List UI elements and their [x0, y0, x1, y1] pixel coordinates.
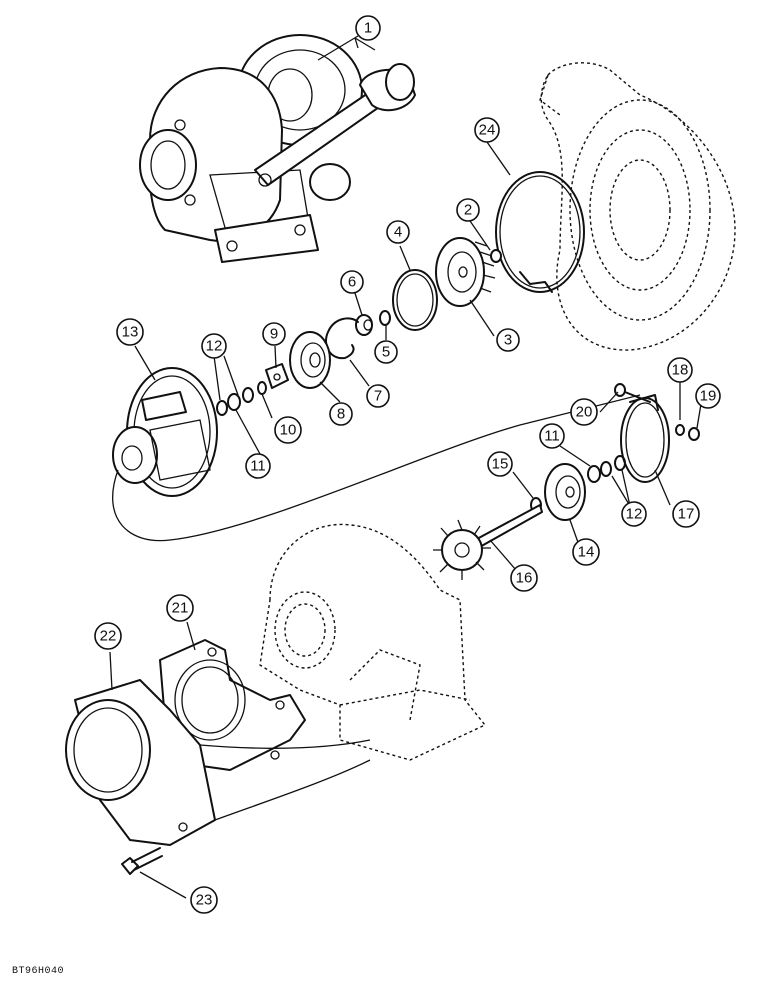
svg-text:5: 5 — [382, 344, 390, 361]
callout-11-left: 11 — [245, 453, 271, 479]
svg-text:24: 24 — [479, 122, 496, 139]
svg-text:2: 2 — [464, 202, 472, 219]
callout-6: 6 — [340, 270, 364, 294]
nut-2 — [490, 249, 502, 263]
turbocharger-assembly — [139, 34, 416, 263]
svg-text:14: 14 — [578, 544, 595, 561]
phantom-turbine-housing — [259, 523, 487, 761]
callout-3: 3 — [496, 328, 520, 352]
callout-5: 5 — [374, 340, 398, 364]
bearing-set-left — [216, 387, 254, 416]
bearing-housing-13 — [112, 367, 218, 497]
callout-24: 24 — [474, 117, 500, 143]
svg-text:16: 16 — [516, 570, 533, 587]
svg-text:6: 6 — [348, 274, 356, 291]
ring-5 — [379, 310, 391, 326]
svg-text:3: 3 — [504, 332, 512, 349]
bolt-23 — [121, 847, 163, 875]
callout-15: 15 — [487, 451, 513, 477]
callout-8: 8 — [329, 402, 353, 426]
figure-reference-code: BT96H040 — [12, 966, 65, 977]
callout-23: 23 — [190, 886, 218, 914]
svg-text:1: 1 — [364, 20, 372, 37]
callout-19: 19 — [695, 383, 721, 409]
svg-text:15: 15 — [492, 456, 509, 473]
insert-8 — [289, 331, 331, 389]
svg-text:4: 4 — [394, 224, 402, 241]
svg-text:17: 17 — [678, 506, 695, 523]
svg-text:12: 12 — [206, 338, 223, 355]
svg-text:23: 23 — [196, 892, 213, 909]
compressor-wheel-3 — [435, 237, 496, 307]
callout-21: 21 — [166, 594, 194, 622]
callout-9: 9 — [262, 322, 286, 346]
phantom-compressor-housing — [539, 62, 736, 351]
heat-shroud-14 — [544, 463, 586, 521]
callout-17: 17 — [672, 500, 700, 528]
callout-4: 4 — [386, 220, 410, 244]
svg-text:18: 18 — [672, 362, 689, 379]
callout-22: 22 — [94, 622, 122, 650]
callout-13: 13 — [116, 318, 144, 346]
callout-12-left: 12 — [201, 333, 227, 359]
svg-text:11: 11 — [544, 428, 560, 445]
callout-18: 18 — [667, 357, 693, 383]
washer-18 — [675, 424, 685, 436]
turbine-shaft-wheel-16 — [433, 504, 543, 580]
svg-text:20: 20 — [576, 404, 593, 421]
svg-text:13: 13 — [122, 324, 139, 341]
thrust-plate-9 — [265, 363, 289, 389]
svg-text:8: 8 — [337, 406, 345, 423]
callout-12-right: 12 — [621, 501, 647, 527]
v-band-clamp-17 — [620, 394, 670, 483]
callout-11-right: 11 — [539, 423, 565, 449]
svg-text:22: 22 — [100, 628, 117, 645]
seal-ring-4 — [392, 269, 438, 331]
svg-text:7: 7 — [374, 388, 382, 405]
callout-20: 20 — [570, 398, 598, 426]
svg-text:21: 21 — [172, 600, 189, 617]
ring-10 — [257, 381, 267, 395]
svg-text:9: 9 — [270, 326, 278, 343]
svg-text:12: 12 — [626, 506, 643, 523]
callout-7: 7 — [366, 384, 390, 408]
thrust-sleeve-6 — [355, 314, 373, 336]
svg-text:11: 11 — [250, 458, 266, 475]
bearing-set-right — [587, 455, 626, 483]
svg-text:19: 19 — [700, 388, 717, 405]
callout-1: 1 — [355, 15, 381, 41]
callout-10: 10 — [274, 416, 302, 444]
nut-19 — [688, 427, 700, 441]
exhaust-elbow-22 — [65, 679, 371, 846]
callout-14: 14 — [572, 538, 600, 566]
leader-lines — [109, 35, 702, 899]
snap-ring-24 — [495, 171, 585, 293]
callout-2: 2 — [456, 198, 480, 222]
svg-text:10: 10 — [280, 422, 297, 439]
callout-16: 16 — [510, 564, 538, 592]
retaining-ring-7 — [325, 317, 359, 360]
